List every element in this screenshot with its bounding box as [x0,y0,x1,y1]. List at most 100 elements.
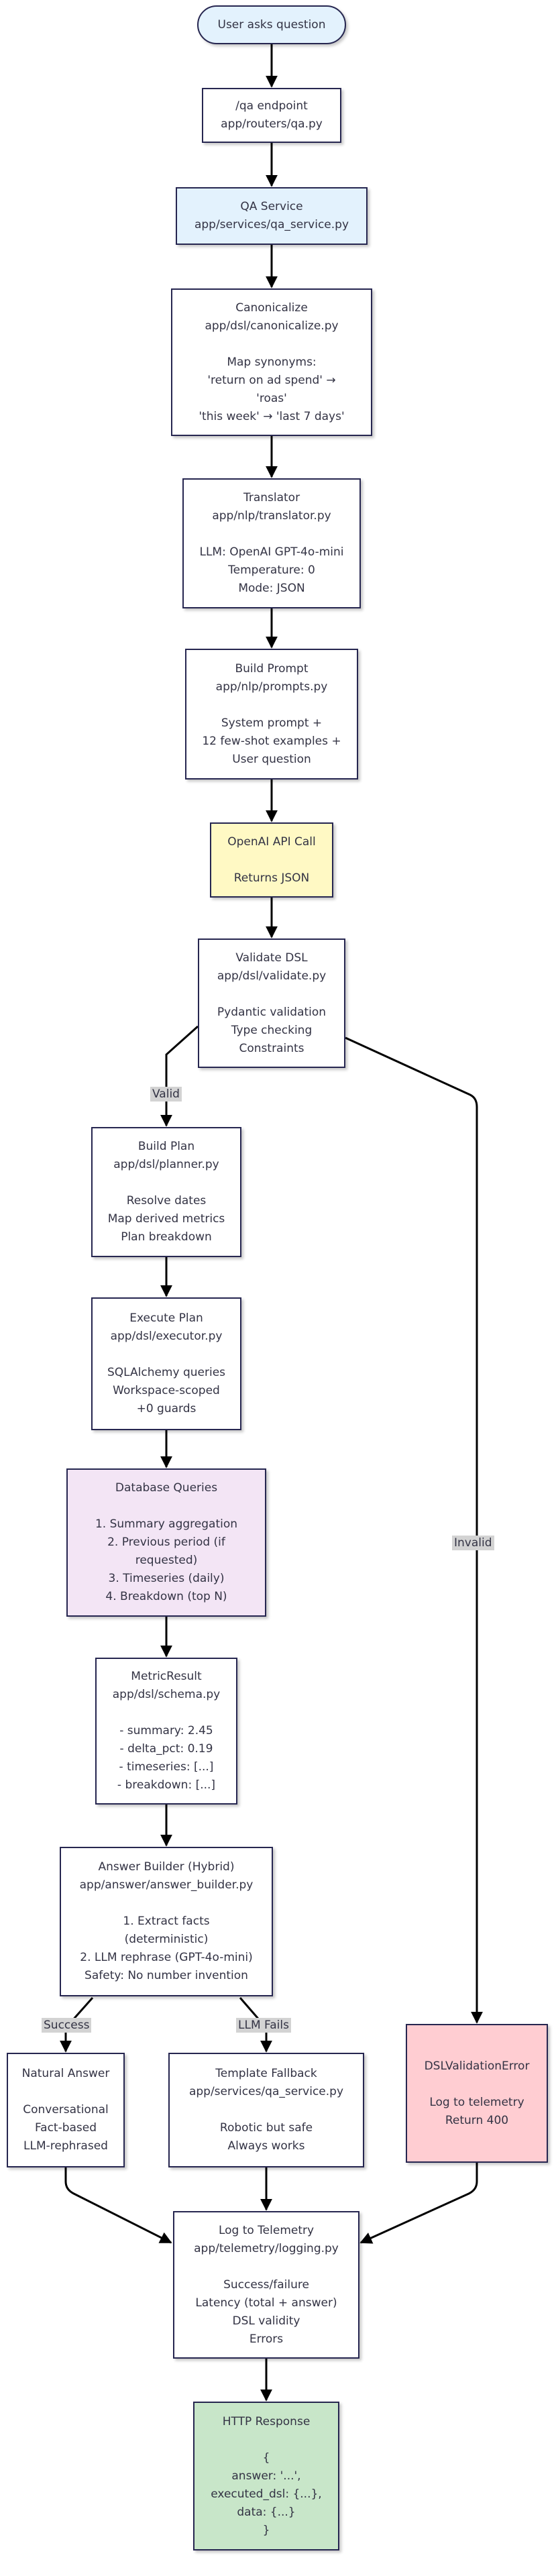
telemetry-node: Log to Telemetry app/telemetry/logging.py… [173,2211,359,2359]
node-text-line: User question [232,752,311,766]
node-text-line: LLM: OpenAI GPT-4o-mini [199,545,344,559]
node-text-line: - summary: 2.45 [119,1724,213,1737]
edge-label-invalid: Invalid [452,1536,494,1550]
node-text-line: app/dsl/executor.py [110,1330,223,1343]
edge-label-success: Success [42,2018,92,2033]
node-text-line: app/answer/answer_builder.py [79,1878,254,1892]
node-text-line: QA Service [240,200,303,213]
node-text-line: executed_dsl: {...}, [211,2487,322,2501]
node-text-line: User asks question [217,17,326,32]
node-text-line: app/routers/qa.py [221,117,323,131]
node-text-line: Type checking [231,1023,313,1037]
node-text-line: - breakdown: [...] [117,1778,216,1792]
edge-natural-to-telemetry [64,2167,172,2244]
node-text-line: Mode: JSON [238,582,305,595]
node-text-line: DSLValidationError [424,2059,530,2073]
node-text-line: +0 guards [136,1402,197,1415]
node-text-line: Build Prompt [235,661,309,676]
node-text-line: Errors [249,2332,284,2346]
node-text-line: OpenAI API Call [227,835,316,849]
node-text-line: Map synonyms: [227,355,317,369]
node-text-line: Resolve dates [126,1194,207,1208]
node-text-line: Robotic but safe [219,2121,313,2135]
node-text-line: - timeseries: [...] [119,1760,214,1774]
node-text-line: System prompt + [221,716,323,730]
node-text-line: Fact-based [34,2121,97,2135]
node-text-line: HTTP Response [222,2414,311,2428]
node-text-line: answer: '...', [231,2469,301,2483]
node-text-line: 2. LLM rephrase (GPT-4o-mini) [80,1951,253,1964]
node-text-line: 'this week' → 'last 7 days' [199,409,345,423]
node-text-line: Answer Builder (Hybrid) [98,1860,235,1874]
edge-error-to-telemetry [359,2163,478,2244]
node-text-line: 3. Timeseries (daily) [108,1572,225,1585]
node-text-line: Returns JSON [233,871,310,885]
node-text-line: Workspace-scoped [113,1384,220,1397]
node-text-line: (deterministic) [124,1933,209,1946]
node-text-line: } [262,2523,270,2537]
node-text-line: 4. Breakdown (top N) [105,1590,227,1603]
node-text-line: app/nlp/translator.py [212,509,331,523]
node-text-line: Safety: No number invention [85,1969,248,1982]
http-response-node: HTTP Response { answer: '...', executed_dsl… [193,2402,339,2551]
node-text-line: app/dsl/validate.py [217,969,327,983]
node-text-line: Return 400 [445,2113,509,2127]
node-text-line: app/services/qa_service.py [188,2085,344,2098]
node-text-line: 'roas' [256,391,287,405]
node-text-line: Always works [227,2139,305,2153]
node-text-line: { [262,2451,270,2465]
node-text-line: Natural Answer [21,2067,110,2080]
node-text-line: app/nlp/prompts.py [215,680,328,694]
start-node: User asks question [197,5,346,44]
node-text-line: Constraints [239,1041,304,1055]
node-text-line: app/dsl/canonicalize.py [205,319,339,333]
edge-label-llm-fails: LLM Fails [236,2018,291,2033]
edge-validate-to-plan [160,1025,199,1127]
edge-validate-to-error [345,1036,483,2024]
qa-service-node: QA Service app/services/qa_service.py [176,187,368,245]
node-text-line: SQLAlchemy queries [107,1366,226,1379]
node-text-line: 1. Extract facts [123,1915,210,1928]
edge-label-valid: Valid [150,1087,182,1102]
node-text-line: Template Fallback [215,2067,317,2080]
node-text-line: app/telemetry/logging.py [194,2241,339,2255]
node-text-line: Log to telemetry [429,2095,524,2109]
node-text-line: LLM-rephrased [23,2139,108,2153]
node-text-line: Canonicalize [235,301,308,315]
node-text-line: Build Plan [137,1140,195,1153]
node-text-line: /qa endpoint [235,99,308,113]
node-text-line: MetricResult [131,1670,202,1683]
node-text-line: Latency (total + answer) [195,2296,337,2310]
qa-endpoint-node: /qa endpoint app/routers/qa.py [202,88,341,143]
node-text-line: Validate DSL [235,951,308,965]
node-text-line: DSL validity [232,2314,300,2328]
node-text-line: Execute Plan [129,1311,203,1325]
node-text-line: Pydantic validation [217,1005,327,1019]
node-text-line: app/services/qa_service.py [194,218,349,231]
node-text-line: Success/failure [223,2277,309,2292]
node-text-line: requested) [135,1554,198,1567]
node-text-line: 1. Summary aggregation [95,1517,238,1531]
answer-builder-node: Answer Builder (Hybrid) app/answer/answer… [60,1847,273,1996]
node-text-line: 'return on ad spend' → [207,373,336,387]
node-text-line: 12 few-shot examples + [202,734,341,748]
node-text-line: Conversational [23,2103,109,2116]
node-text-line: Log to Telemetry [218,2223,315,2237]
node-text-line: Database Queries [115,1481,218,1495]
node-text-line: data: {...} [237,2505,296,2519]
node-text-line: Plan breakdown [121,1230,212,1244]
node-text-line: app/dsl/planner.py [113,1158,219,1171]
node-text-line: Temperature: 0 [228,564,315,577]
node-text-line: Map derived metrics [107,1212,225,1226]
